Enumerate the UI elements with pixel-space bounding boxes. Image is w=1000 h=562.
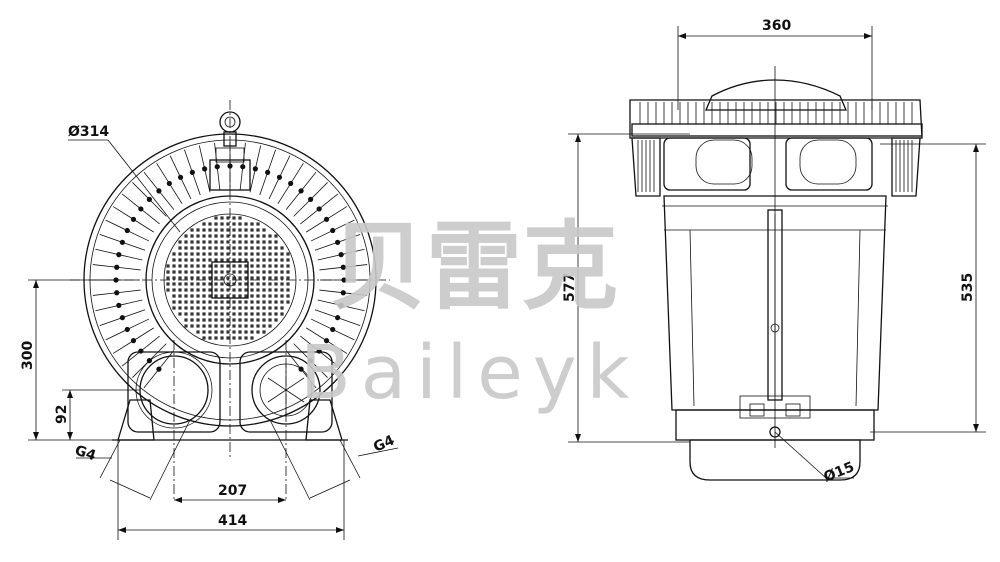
front-view: Ø314 300 92 G4 G4 207 414 [20,100,399,540]
spacing-207-label: 207 [218,483,247,499]
height-92-label: 92 [54,405,70,424]
height-300-label: 300 [20,341,36,370]
lower-muffler [689,439,861,481]
impeller-diameter-label: Ø314 [68,124,109,140]
cooling-fins [92,142,368,389]
port-thread-left-label: G4 [73,443,98,465]
watermark-cn: 贝雷克 [330,211,618,323]
top-fan-cover [705,79,847,111]
drain-diameter-label: Ø15 [822,459,857,486]
width-414-label: 414 [218,513,247,529]
height-535-label: 535 [960,273,976,302]
watermark: 贝雷克 Baileyk [300,211,639,416]
fin-rim [629,99,923,139]
port-thread-right-label: G4 [371,432,397,455]
motor-body [663,195,887,411]
watermark-en: Baileyk [300,330,639,416]
top-width-360-label: 360 [762,18,791,34]
height-577-label: 577 [562,273,578,302]
fan-grille [163,213,297,347]
side-view: 360 577 535 Ø15 [562,18,986,486]
